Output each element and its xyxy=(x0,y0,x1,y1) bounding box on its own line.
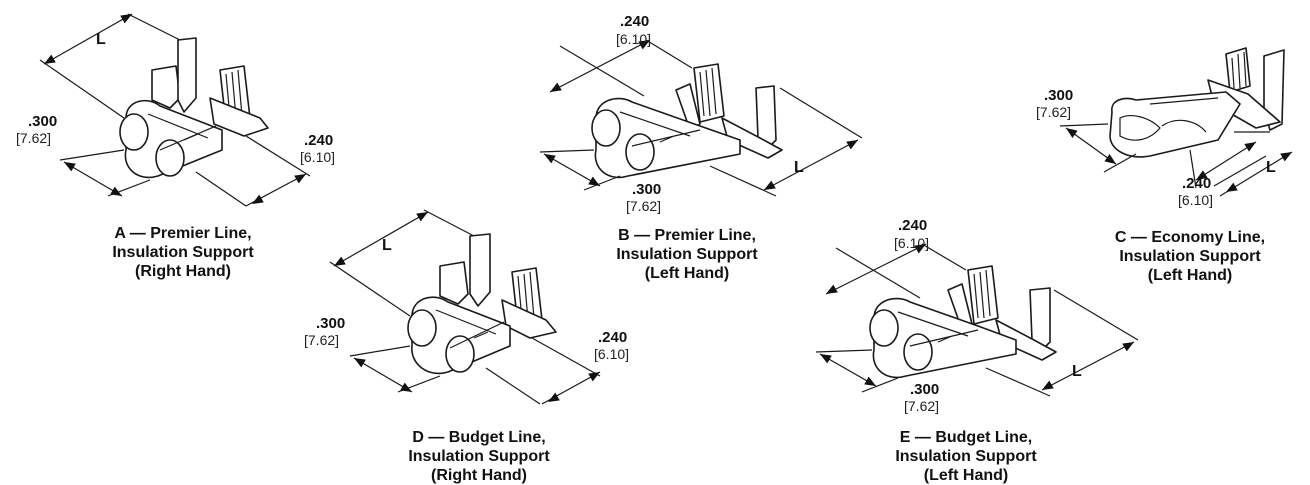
terminal-c-height-mm-label: [7.62] xyxy=(1036,104,1071,120)
terminal-c-width-mm-label: [6.10] xyxy=(1178,192,1213,208)
caption-e-line2: Insulation Support xyxy=(895,448,1037,465)
caption-a-line3: (Right Hand) xyxy=(135,263,231,280)
caption-b-line2: Insulation Support xyxy=(616,246,758,263)
terminal-e-height-label: .300 xyxy=(910,381,939,398)
terminal-d-height-label: .300 xyxy=(316,315,345,332)
terminal-d-dims xyxy=(329,208,603,406)
terminal-c-part xyxy=(1109,47,1285,158)
terminal-b-width-mm-label: [6.10] xyxy=(616,31,651,47)
terminal-c: .300 [7.62] .240 [6.10] L xyxy=(1036,47,1295,208)
caption-d-line3: (Right Hand) xyxy=(431,467,527,484)
caption-e-line1: E — Budget Line, xyxy=(899,429,1033,446)
terminal-e-length-label: L xyxy=(1072,363,1082,380)
terminal-a-dims xyxy=(39,10,311,208)
terminal-e-part xyxy=(869,265,1057,379)
terminal-e-dims xyxy=(815,240,1139,397)
terminal-e: .240 [6.10] L .300 [7.62] xyxy=(815,217,1139,414)
terminal-a-width-mm-label: [6.10] xyxy=(300,149,335,165)
terminal-c-length-label: L xyxy=(1266,159,1276,176)
terminal-b-width-label: .240 xyxy=(620,13,649,30)
caption-a: A — Premier Line, Insulation Support (Ri… xyxy=(63,224,303,281)
caption-b: B — Premier Line, Insulation Support (Le… xyxy=(567,226,807,283)
caption-d-line1: D — Budget Line, xyxy=(412,429,546,446)
terminal-d-width-label: .240 xyxy=(598,329,627,346)
caption-a-line2: Insulation Support xyxy=(112,244,254,261)
terminal-b-height-mm-label: [7.62] xyxy=(626,198,661,214)
caption-c-line3: (Left Hand) xyxy=(1147,267,1233,284)
caption-c: C — Economy Line, Insulation Support (Le… xyxy=(1070,228,1310,285)
terminal-e-width-mm-label: [6.10] xyxy=(894,235,929,251)
terminal-d: L .300 [7.62] .240 [6.10] xyxy=(304,208,629,406)
terminal-c-dims xyxy=(1059,123,1295,197)
caption-e-line3: (Left Hand) xyxy=(923,467,1009,484)
terminal-b-part xyxy=(591,63,783,179)
terminal-e-height-mm-label: [7.62] xyxy=(904,398,939,414)
terminal-b-length-label: L xyxy=(794,159,804,176)
caption-e: E — Budget Line, Insulation Support (Lef… xyxy=(846,428,1086,485)
terminal-a-height-label: .300 xyxy=(28,113,57,130)
caption-c-line2: Insulation Support xyxy=(1119,248,1261,265)
terminal-d-width-mm-label: [6.10] xyxy=(594,346,629,362)
caption-b-line1: B — Premier Line, xyxy=(618,227,756,244)
terminal-a: L .300 [7.62] .240 [6.10] xyxy=(16,10,335,208)
terminal-a-width-label: .240 xyxy=(304,132,333,149)
caption-d-line2: Insulation Support xyxy=(408,448,550,465)
terminal-e-width-label: .240 xyxy=(898,217,927,234)
terminal-c-width-label: .240 xyxy=(1182,175,1211,192)
terminal-a-height-mm-label: [7.62] xyxy=(16,130,51,146)
terminal-d-length-label: L xyxy=(382,237,392,254)
terminal-a-length-label: L xyxy=(96,31,106,48)
terminal-b-dims xyxy=(539,36,863,197)
terminal-d-part xyxy=(407,233,557,375)
terminal-b: .240 [6.10] L .300 [7.62] xyxy=(539,13,863,214)
terminal-c-height-label: .300 xyxy=(1044,87,1073,104)
caption-b-line3: (Left Hand) xyxy=(644,265,730,282)
terminal-b-height-label: .300 xyxy=(632,181,661,198)
terminal-d-height-mm-label: [7.62] xyxy=(304,332,339,348)
caption-d: D — Budget Line, Insulation Support (Rig… xyxy=(359,428,599,485)
terminal-a-part xyxy=(119,37,269,179)
caption-a-line1: A — Premier Line, xyxy=(114,225,252,242)
caption-c-line1: C — Economy Line, xyxy=(1114,229,1266,246)
